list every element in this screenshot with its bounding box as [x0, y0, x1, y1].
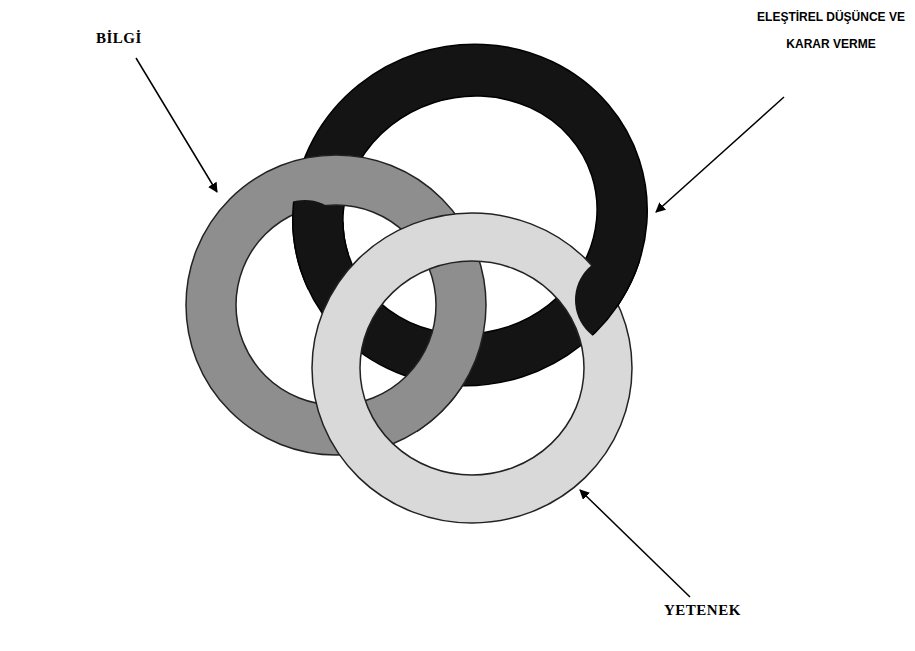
- ring-label: BİLGİ: [96, 30, 142, 47]
- leader-arrow: [580, 490, 690, 597]
- ring-light: [312, 213, 632, 523]
- leader-arrow: [136, 58, 217, 192]
- ring-label: ELEŞTİREL DÜŞÜNCE VE KARAR VERME: [752, 4, 910, 58]
- ring-weave: [186, 0, 692, 455]
- leader-arrow: [656, 97, 784, 212]
- ring-label: YETENEK: [664, 602, 741, 619]
